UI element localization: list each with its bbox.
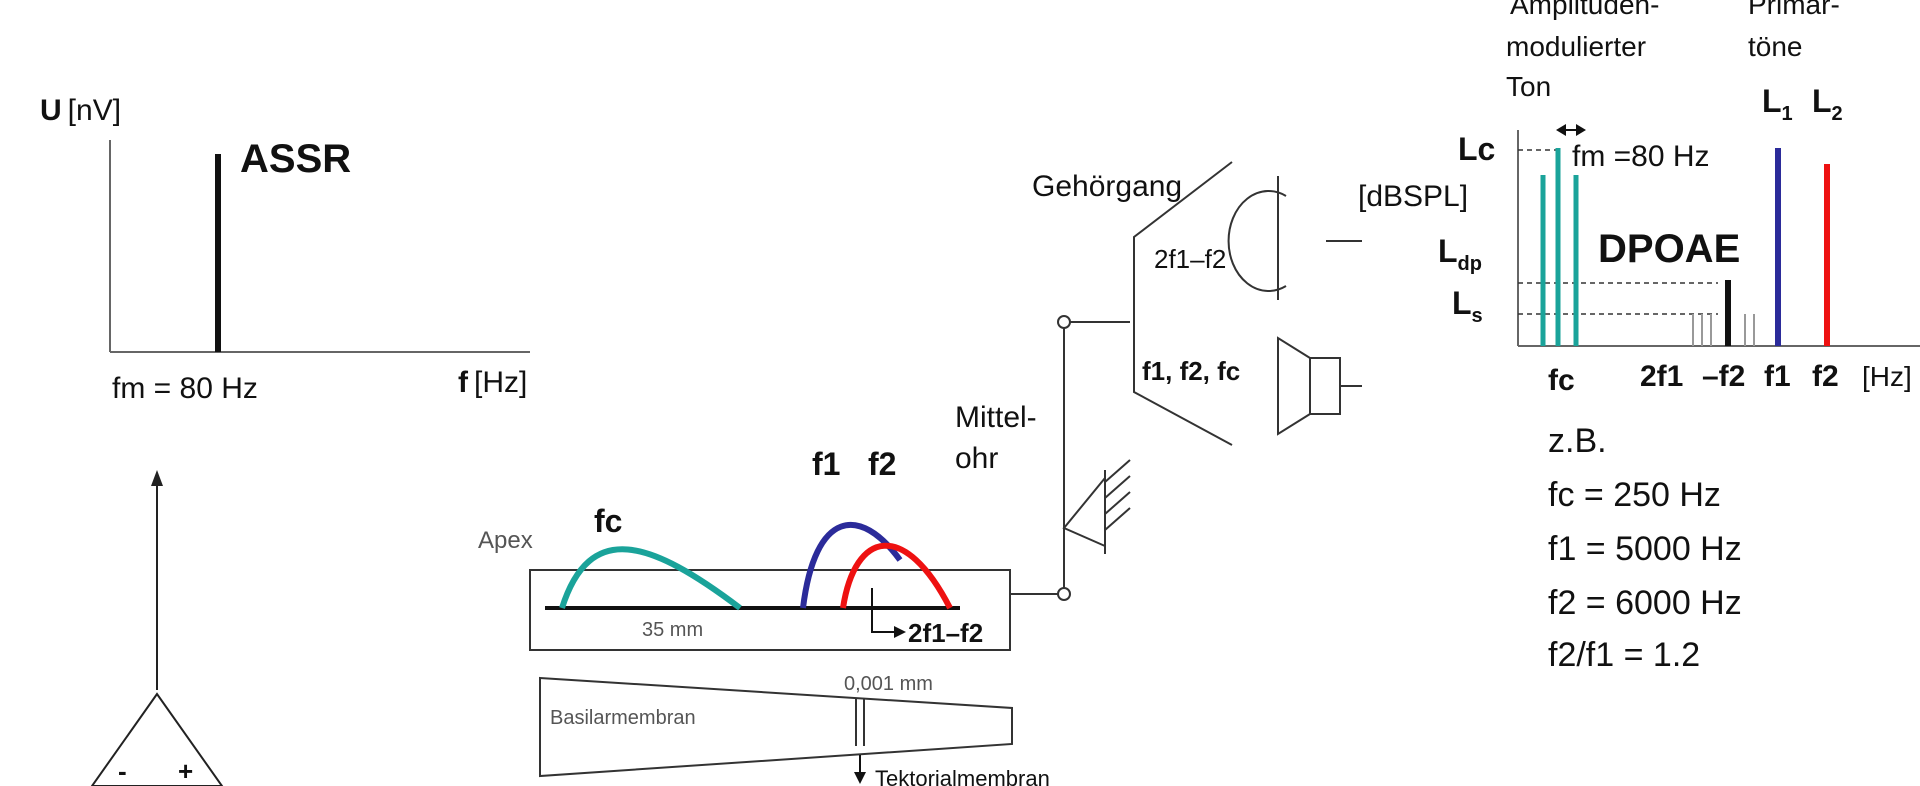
dpoae-label: DPOAE (1598, 227, 1740, 271)
arrow-up-icon (151, 470, 163, 486)
svg-text:L1: L1 (1762, 83, 1793, 125)
l2-subscript: 2 (1832, 103, 1843, 125)
amplifier-plus: + (178, 756, 193, 786)
dpoae-spectrum: Amplituden- modulierter Ton Primär- töne… (1358, 0, 1920, 397)
f2-wave-label: f2 (868, 446, 896, 482)
arrow-right-icon (894, 626, 906, 638)
svg-text:Ls: Ls (1452, 285, 1483, 327)
svg-text:Ldp: Ldp (1438, 233, 1482, 275)
middle-ear-line1: Mittel- (955, 401, 1037, 434)
dp-arrow-line (871, 588, 898, 633)
f2-traveling-wave (840, 542, 953, 610)
tectorial-label: Tektorialmembran (875, 766, 1050, 786)
speaker-icon (1309, 357, 1341, 415)
assr-plot: U[nV] ASSR fm = 80 Hz f[Hz] (40, 94, 530, 405)
arrow-down-icon (854, 772, 866, 784)
svg-text:L2: L2 (1812, 83, 1843, 125)
x-unit-label: [Hz] (1862, 361, 1912, 392)
ldp-label: L (1438, 233, 1458, 269)
example-fc: fc = 250 Hz (1548, 476, 1721, 514)
cochlea-box (529, 569, 1011, 651)
cochlea-length-label: 35 mm (642, 619, 703, 641)
arrow-left-icon (1556, 124, 1566, 136)
example-f1: f1 = 5000 Hz (1548, 530, 1742, 568)
lc-label: Lc (1458, 131, 1495, 167)
fc-traveling-wave (559, 546, 742, 611)
l1-label: L (1762, 83, 1782, 119)
x-label-f2: f2 (1812, 360, 1839, 393)
x-label-2f1: 2f1 (1640, 360, 1683, 393)
x-label-minus-f2: –f2 (1702, 360, 1745, 393)
assr-y-symbol: U (40, 94, 62, 127)
ldp-subscript: dp (1458, 253, 1482, 275)
width-label: 0,001 mm (844, 673, 933, 695)
example-f2: f2 = 6000 Hz (1548, 584, 1742, 622)
ear-canal-label: Gehörgang (1032, 170, 1182, 203)
l2-label: L (1812, 83, 1832, 119)
basilar-label: Basilarmembran (550, 707, 696, 729)
cochlea-model: Apex fc f1 f2 35 mm 2f1–f2 Basilarmembra… (478, 446, 1050, 786)
am-title-line2: modulierter (1506, 31, 1646, 62)
example-heading: z.B. (1548, 422, 1607, 460)
basilar-membrane-taper (539, 676, 1013, 778)
primary-title-line2: töne (1748, 31, 1803, 62)
apex-label: Apex (478, 527, 533, 554)
f1-wave-label: f1 (812, 446, 840, 482)
ls-subscript: s (1472, 305, 1483, 327)
svg-text:f[Hz]: f[Hz] (458, 366, 527, 399)
amplifier-symbol: - + (90, 470, 224, 786)
fc-wave-label: fc (594, 503, 622, 539)
ground-hatch (1104, 459, 1131, 554)
l1-subscript: 1 (1782, 103, 1793, 125)
assr-peak-label: ASSR (240, 137, 351, 181)
assr-x-unit: [Hz] (474, 366, 527, 399)
microphone-icon (1227, 190, 1287, 292)
ls-label: L (1452, 285, 1472, 321)
ear-canal-probe: Gehörgang 2f1–f2 f1, f2, fc (1032, 161, 1362, 446)
assr-y-unit: [nV] (68, 94, 121, 127)
joint-bottom (1057, 587, 1071, 601)
speaker-signal-label: f1, f2, fc (1142, 356, 1240, 386)
mic-signal-label: 2f1–f2 (1154, 244, 1226, 274)
amplifier-minus: - (118, 756, 127, 786)
f1-traveling-wave (800, 521, 903, 609)
arrow-right-icon (1576, 124, 1586, 136)
amplifier-triangle (90, 692, 224, 786)
middle-ear-line2: ohr (955, 442, 998, 475)
am-title-line1: Amplituden- (1510, 0, 1659, 20)
middle-ear: Mittel- ohr (955, 315, 1131, 601)
am-title-line3: Ton (1506, 71, 1551, 102)
svg-text:U[nV]: U[nV] (40, 94, 121, 127)
x-label-fc: fc (1548, 364, 1575, 397)
example-values: z.B. fc = 250 Hz f1 = 5000 Hz f2 = 6000 … (1548, 422, 1742, 674)
assr-x-symbol: f (458, 366, 469, 399)
ear-canal-walls (1133, 161, 1233, 446)
speaker-cone (1277, 336, 1311, 436)
level-unit-label: [dBSPL] (1358, 180, 1468, 213)
noise-floor-lines (1692, 314, 1755, 346)
primary-title-line1: Primär- (1748, 0, 1840, 20)
x-label-f1: f1 (1764, 360, 1791, 393)
cochlea-dp-label: 2f1–f2 (908, 618, 983, 648)
assr-fm-label: fm = 80 Hz (112, 372, 258, 405)
joint-top (1057, 315, 1071, 329)
eardrum-membrane (1062, 477, 1106, 547)
example-ratio: f2/f1 = 1.2 (1548, 636, 1700, 674)
fm-spacing-label: fm =80 Hz (1572, 140, 1710, 173)
